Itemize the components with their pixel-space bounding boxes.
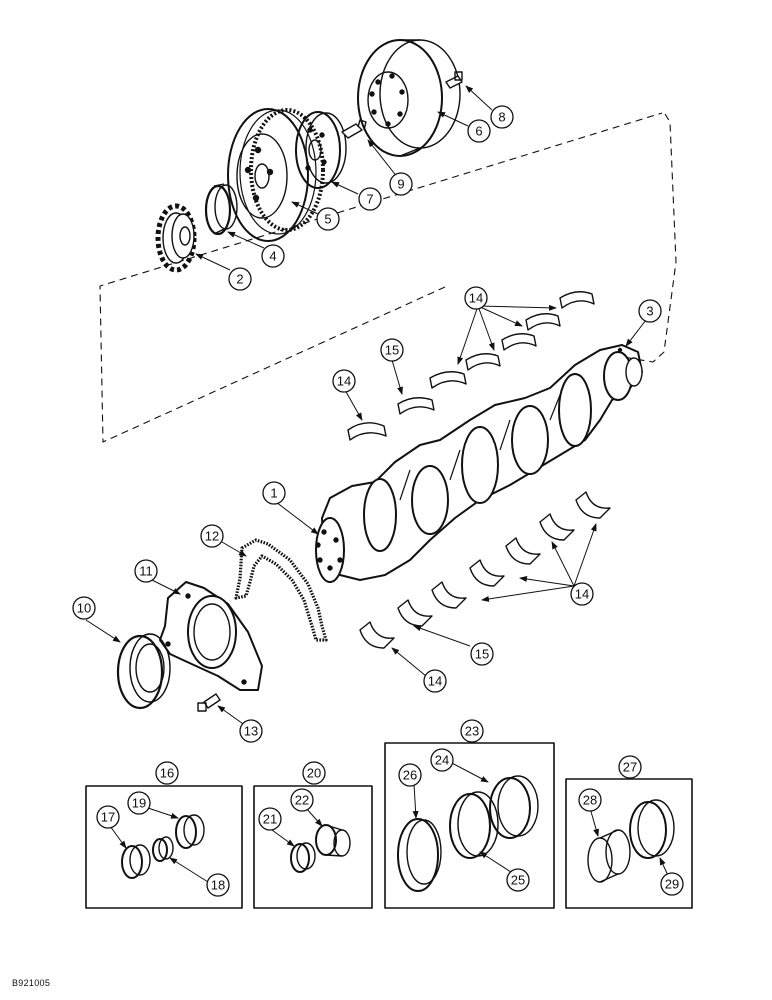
- callout-9: 9: [389, 172, 413, 196]
- svg-text:25: 25: [511, 873, 525, 888]
- svg-text:27: 27: [623, 760, 637, 775]
- svg-text:14: 14: [337, 374, 351, 389]
- svg-text:18: 18: [211, 878, 225, 893]
- svg-text:14: 14: [469, 291, 483, 306]
- svg-text:20: 20: [307, 766, 321, 781]
- callout-18: 18: [206, 873, 230, 897]
- callout-19: 19: [127, 791, 151, 815]
- part-rear-seal: [116, 633, 171, 710]
- callouts: 2 4 5 7 9 6 8 3 14 15 14 1 12 11 10 14 1…: [72, 105, 684, 897]
- upper-bearing-shells: [347, 291, 595, 441]
- callout-11: 11: [134, 559, 158, 583]
- callout-8: 8: [490, 105, 514, 129]
- part-hub-bolt: [341, 119, 367, 139]
- callout-1: 1: [262, 481, 286, 505]
- svg-text:14: 14: [575, 587, 589, 602]
- callout-21: 21: [258, 807, 282, 831]
- part-crankshaft: [315, 344, 643, 583]
- kit-23-parts: [397, 775, 539, 892]
- callout-29: 29: [660, 872, 684, 896]
- callout-2: 2: [228, 267, 252, 291]
- callout-13: 13: [239, 719, 263, 743]
- svg-text:9: 9: [397, 177, 404, 192]
- dashed-group-boundary: [99, 112, 677, 443]
- callout-24: 24: [430, 748, 454, 772]
- part-damper-bolt: [445, 71, 463, 89]
- kit-16-parts: [121, 814, 205, 879]
- callout-17: 17: [96, 805, 120, 829]
- callout-7: 7: [358, 187, 382, 211]
- callout-14-upper-left: 14: [332, 369, 356, 393]
- svg-text:5: 5: [324, 212, 331, 227]
- part-vibration-damper: [357, 39, 461, 157]
- svg-text:1: 1: [270, 486, 277, 501]
- kit-box-20: [253, 785, 373, 909]
- part-wear-sleeve: [204, 183, 238, 236]
- kit-box-16: [85, 785, 243, 909]
- part-crank-gear: [155, 203, 197, 273]
- svg-text:21: 21: [263, 812, 277, 827]
- svg-text:17: 17: [101, 810, 115, 825]
- callout-28: 28: [578, 788, 602, 812]
- svg-text:16: 16: [160, 766, 174, 781]
- svg-text:24: 24: [435, 753, 449, 768]
- svg-text:8: 8: [498, 110, 505, 125]
- callout-15-upper: 15: [380, 338, 404, 362]
- svg-text:11: 11: [139, 564, 153, 579]
- callout-22: 22: [290, 788, 314, 812]
- part-pulley: [227, 108, 325, 242]
- svg-text:14: 14: [428, 674, 442, 689]
- svg-text:19: 19: [132, 796, 146, 811]
- svg-text:23: 23: [465, 724, 479, 739]
- callout-6: 6: [467, 119, 491, 143]
- lower-bearing-shells: [359, 491, 611, 649]
- callout-14-upper-right: 14: [464, 286, 488, 310]
- svg-text:13: 13: [244, 724, 258, 739]
- callout-26: 26: [398, 763, 422, 787]
- kit-box-23: [384, 742, 555, 909]
- callout-14-lower-right: 14: [570, 582, 594, 606]
- callout-20: 20: [302, 761, 326, 785]
- svg-text:2: 2: [236, 272, 243, 287]
- callout-12: 12: [200, 524, 224, 548]
- part-adapter-hub: [295, 111, 347, 189]
- callout-14-lower-left: 14: [423, 669, 447, 693]
- svg-text:15: 15: [385, 343, 399, 358]
- svg-text:7: 7: [366, 192, 373, 207]
- svg-text:4: 4: [269, 249, 276, 264]
- callout-5: 5: [316, 207, 340, 231]
- callout-4: 4: [261, 244, 285, 268]
- callout-27: 27: [618, 755, 642, 779]
- callout-23: 23: [460, 719, 484, 743]
- kit-27-parts: [587, 799, 675, 883]
- svg-text:22: 22: [295, 793, 309, 808]
- part-rear-gasket: [234, 538, 328, 642]
- callout-15-lower: 15: [470, 642, 494, 666]
- callout-25: 25: [506, 868, 530, 892]
- kit-box-27: [565, 778, 693, 909]
- svg-text:10: 10: [77, 601, 91, 616]
- figure-id: B921005: [12, 978, 51, 988]
- svg-text:6: 6: [475, 124, 482, 139]
- part-carrier-bolt: [197, 693, 221, 712]
- svg-text:29: 29: [665, 877, 679, 892]
- svg-text:15: 15: [475, 647, 489, 662]
- svg-text:3: 3: [646, 304, 653, 319]
- svg-text:12: 12: [205, 529, 219, 544]
- svg-text:26: 26: [403, 768, 417, 783]
- callout-16: 16: [155, 761, 179, 785]
- leader-lines: [85, 85, 671, 883]
- callout-3: 3: [638, 299, 662, 323]
- callout-10: 10: [72, 596, 96, 620]
- part-rear-seal-carrier: [159, 581, 263, 691]
- kit-20-parts: [290, 824, 351, 873]
- svg-text:28: 28: [583, 793, 597, 808]
